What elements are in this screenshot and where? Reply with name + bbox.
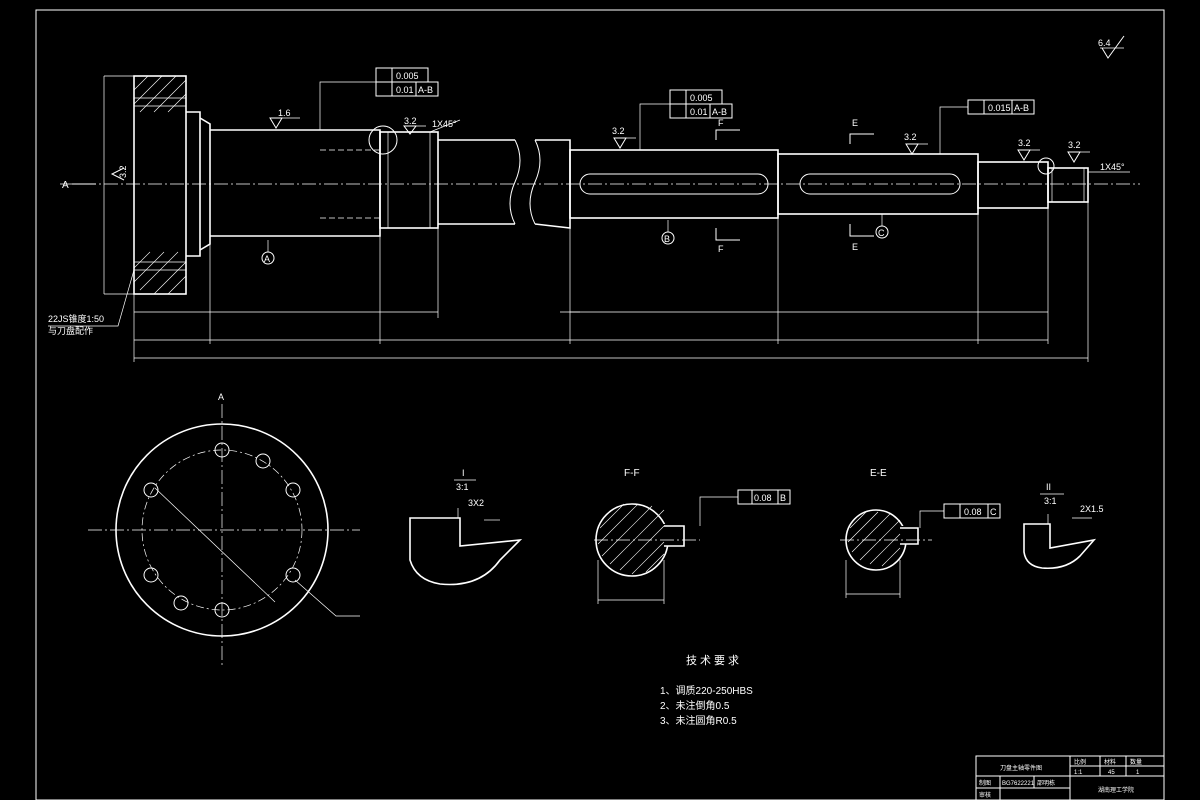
tol-f3-value: 0.005 — [690, 93, 713, 103]
view-a-title: A — [218, 392, 224, 402]
tol-f7-value: 0.08 — [964, 507, 982, 517]
detail-i: I 3:1 3X2 — [409, 468, 523, 586]
drawn-by-label: 制图 — [979, 779, 991, 787]
tol-f4-value: 0.01 — [690, 107, 708, 117]
scale-label: 比例 — [1074, 758, 1086, 766]
section-ff: F-F 0.08 B — [594, 468, 791, 604]
detail-ii-id: II — [1046, 482, 1051, 492]
roughness-global: 6.4 — [1098, 38, 1111, 48]
detail-ii: II 3:1 2X1.5 — [1023, 482, 1104, 570]
dimension-lines — [133, 202, 1089, 362]
scale-value: 1:1 — [1074, 770, 1083, 776]
detail-i-scale: 3:1 — [456, 482, 469, 492]
drawing-frame — [35, 9, 1165, 800]
chamfer-top-label: 1X45° — [432, 119, 457, 129]
roughness-3: 3.2 — [612, 126, 625, 136]
flange-section — [133, 75, 187, 295]
ff-title: F-F — [624, 468, 640, 479]
tech-req-item-3: 3、未注圆角R0.5 — [660, 714, 737, 727]
roughness-symbols: 6.4 1.6 3.2 3.2 3.2 3.2 3.2 3.2 — [110, 35, 1125, 181]
tol-f6-value: 0.08 — [754, 493, 772, 503]
section-e-top: E — [852, 118, 858, 128]
tech-req-item-2: 2、未注倒角0.5 — [660, 699, 730, 712]
roughness-5: 3.2 — [1018, 138, 1031, 148]
tol-f5-value: 0.015 — [988, 103, 1011, 113]
section-ee: E-E 0.08 C — [840, 468, 1001, 598]
drawing-name: 刀盘主轴零件图 — [1000, 764, 1042, 772]
taper-label-2: 与刀盘配作 — [48, 325, 93, 336]
ee-title: E-E — [870, 468, 887, 479]
quantity-label: 数量 — [1130, 758, 1142, 766]
roughness-2: 3.2 — [404, 116, 417, 126]
section-e-bottom: E — [852, 242, 858, 252]
tol-f7-ref: C — [990, 507, 997, 517]
detail-ii-scale: 3:1 — [1044, 496, 1057, 506]
tech-req-title: 技术要求 — [686, 654, 742, 667]
tol-f6-ref: B — [780, 493, 786, 503]
tolerance-frames: 0.005 0.01 A-B 0.005 0.01 A-B 0.015 A-B — [319, 67, 1035, 154]
tol-f1-value: 0.005 — [396, 71, 419, 81]
tol-f5-ref: A-B — [1014, 103, 1029, 113]
school-name: 湖南理工学院 — [1098, 786, 1134, 794]
quantity-value: 1 — [1136, 770, 1140, 776]
detail-i-note: 3X2 — [468, 498, 484, 508]
taper-label-1: 22JS锥度1:50 — [48, 313, 104, 324]
section-f-top: F — [718, 118, 724, 128]
datum-a: A — [264, 254, 270, 264]
datum-c: C — [878, 228, 885, 238]
tol-f2-value: 0.01 — [396, 85, 414, 95]
roughness-4: 3.2 — [904, 132, 917, 142]
tol-f2-ref: A-B — [418, 85, 433, 95]
student-id: BG7622221 — [1002, 781, 1035, 787]
tech-req-item-1: 1、调质220-250HBS — [660, 685, 753, 697]
detail-ii-note: 2X1.5 — [1080, 504, 1104, 514]
detail-i-id: I — [462, 468, 465, 478]
datum-b: B — [664, 234, 670, 244]
roughness-6: 3.2 — [1068, 140, 1081, 150]
material-label: 材料 — [1104, 758, 1116, 766]
roughness-7: 3.2 — [118, 165, 128, 178]
designer-name: 邵明栋 — [1037, 779, 1055, 787]
material-value: 45 — [1108, 770, 1115, 776]
chamfer-right-label: 1X45° — [1100, 162, 1125, 172]
roughness-1: 1.6 — [278, 108, 291, 118]
reviewer-label: 审核 — [979, 791, 991, 799]
section-f-bottom: F — [718, 244, 724, 254]
flange-hatch — [133, 75, 187, 295]
view-a-flange: A — [88, 392, 360, 668]
tech-requirements: 技术要求 1、调质220-250HBS 2、未注倒角0.5 3、未注圆角R0.5 — [660, 654, 753, 727]
view-a-arrow-label: A — [62, 180, 69, 191]
tol-f4-ref: A-B — [712, 107, 727, 117]
title-block: 刀盘主轴零件图 比例 1:1 材料 45 数量 1 制图 BG7622221 邵… — [975, 755, 1165, 800]
leader-annotations: 1X45° 1X45° 22JS锥度1:50 与刀盘配作 A A B C F F… — [48, 118, 1130, 336]
